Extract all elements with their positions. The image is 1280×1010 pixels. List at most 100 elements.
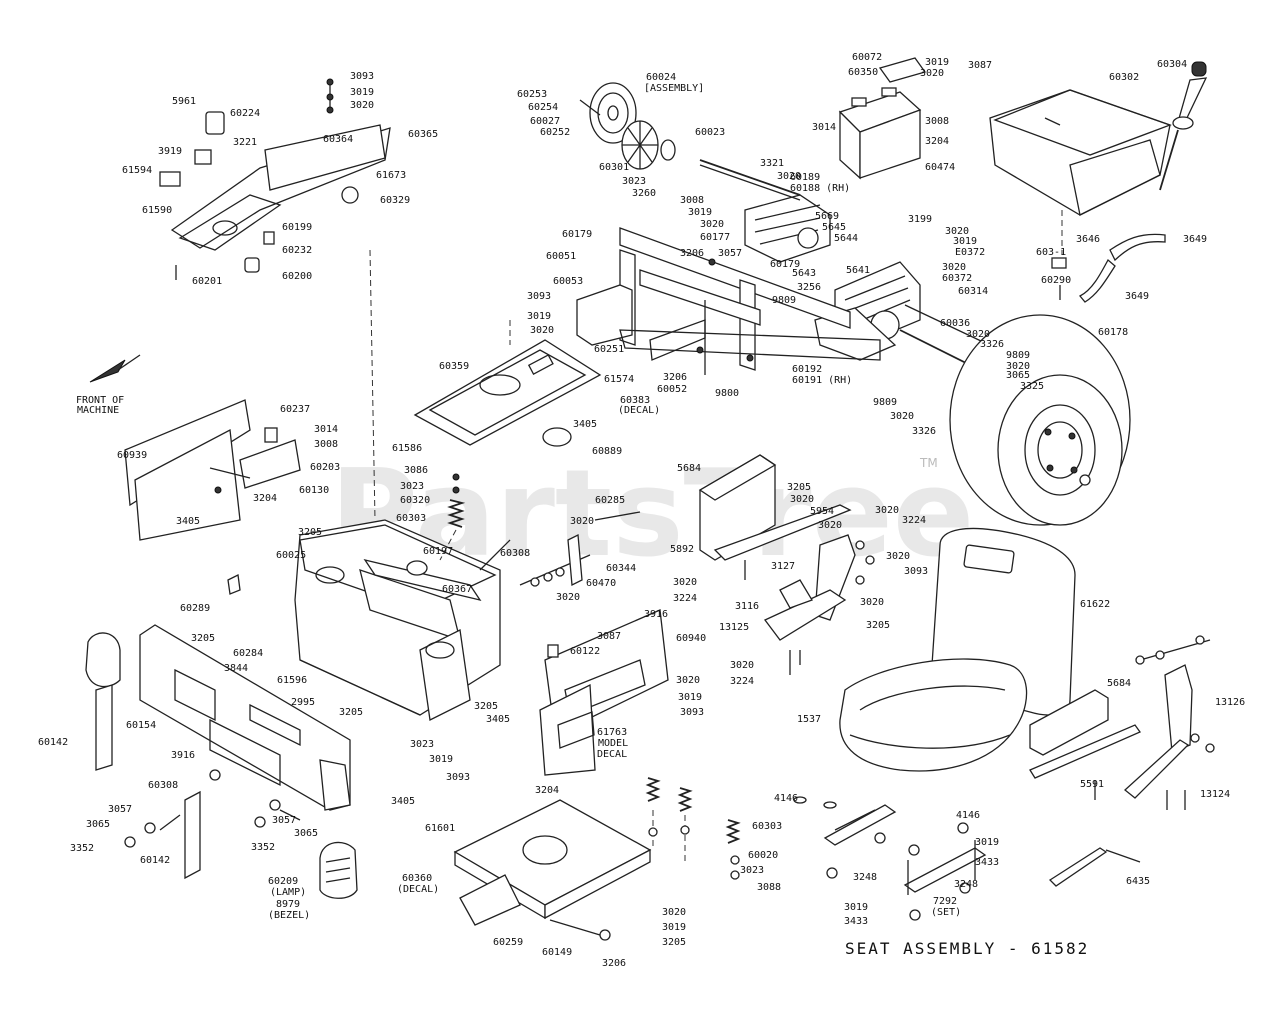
part-callout: 60191 (RH) (792, 375, 852, 386)
part-callout: 61763 (597, 727, 627, 738)
part-callout: 3020 (570, 516, 594, 527)
part-callout: 61673 (376, 170, 406, 181)
part-callout: 3019 (429, 754, 453, 765)
part-callout: 60142 (140, 855, 170, 866)
part-callout: 60254 (528, 102, 558, 113)
part-callout: 60301 (599, 162, 629, 173)
seat-rail-5892 (713, 504, 852, 561)
front-of-machine-line1: FRONT OF (76, 395, 124, 406)
part-callout: 5644 (834, 233, 858, 244)
part-callout: 60251 (594, 344, 624, 355)
part-callout: 3065 (86, 819, 110, 830)
part-callout: 3019 (925, 57, 949, 68)
seat-logo (963, 544, 1015, 574)
part-callout: 5892 (670, 544, 694, 555)
part-callout: 60367 (442, 584, 472, 595)
lever-6435 (1048, 847, 1141, 887)
part-callout: 60237 (280, 404, 310, 415)
part-callout: MODEL (598, 738, 628, 749)
part-callout: 3326 (980, 339, 1004, 350)
part-callout: 60284 (233, 648, 263, 659)
part-callout: 60209 (268, 876, 298, 887)
part-callout: 5961 (172, 96, 196, 107)
part-callout: 3093 (527, 291, 551, 302)
fuel-gauge-60304 (1177, 77, 1208, 123)
part-callout: 9809 (1006, 350, 1030, 361)
part-callout: 5645 (822, 222, 846, 233)
part-callout: 61596 (277, 675, 307, 686)
part-callout: 3020 (730, 660, 754, 671)
part-callout: 3020 (350, 100, 374, 111)
part-callout: 60289 (180, 603, 210, 614)
part-callout: 60142 (38, 737, 68, 748)
part-callout: 61590 (142, 205, 172, 216)
part-callout: 61601 (425, 823, 455, 834)
part-callout: 3019 (678, 692, 702, 703)
part-callout: 60360 (402, 873, 432, 884)
part-callout: 3019 (688, 207, 712, 218)
seat-slide-rails (793, 796, 987, 921)
part-callout: 60189 (790, 172, 820, 183)
part-callout: 3020 (530, 325, 554, 336)
part-callout: 3205 (339, 707, 363, 718)
part-callout: 61622 (1080, 599, 1110, 610)
part-callout: 3020 (942, 262, 966, 273)
part-callout: 9809 (772, 295, 796, 306)
part-callout: 60364 (323, 134, 353, 145)
part-callout: 60023 (695, 127, 725, 138)
frame-assembly (576, 227, 881, 375)
rail-right-7292 (903, 847, 987, 893)
part-callout: 60253 (517, 89, 547, 100)
part-callout: 3019 (527, 311, 551, 322)
front-of-machine-line2: MACHINE (77, 405, 119, 416)
part-callout: 1537 (797, 714, 821, 725)
part-callout: 60020 (748, 850, 778, 861)
decal-61763 (539, 683, 596, 776)
part-callout: 60199 (282, 222, 312, 233)
clip-60199 (263, 231, 275, 245)
side-bracket (319, 759, 351, 811)
part-callout: 3020 (777, 171, 801, 182)
part-callout: 60178 (1098, 327, 1128, 338)
dash-console-assembly (159, 78, 391, 521)
part-callout: 3023 (400, 481, 424, 492)
part-callout: 60939 (117, 450, 147, 461)
part-callout: 5591 (1080, 779, 1104, 790)
seat-springs (645, 777, 741, 880)
part-callout: 3352 (70, 843, 94, 854)
part-callout: 60027 (530, 116, 560, 127)
bracket-60053 (576, 284, 633, 346)
part-callout: 3205 (298, 527, 322, 538)
part-callout: 2995 (291, 697, 315, 708)
part-callout: 3020 (818, 520, 842, 531)
footrest-assembly (413, 320, 602, 447)
part-callout: 3206 (663, 372, 687, 383)
part-callout: (BEZEL) (268, 910, 310, 921)
rim (997, 374, 1123, 526)
part-callout: 60122 (570, 646, 600, 657)
part-callout: 60179 (562, 229, 592, 240)
part-callout: 5684 (1107, 678, 1131, 689)
part-callout: 3248 (954, 879, 978, 890)
part-callout: 60303 (752, 821, 782, 832)
part-callout: 3019 (844, 902, 868, 913)
seat-bracket-assembly (698, 454, 875, 675)
part-callout: 5684 (677, 463, 701, 474)
part-callout: (DECAL) (618, 405, 660, 416)
part-callout: 3020 (556, 592, 580, 603)
part-callout: 5643 (792, 268, 816, 279)
console-cover (264, 124, 386, 191)
part-callout: 3057 (272, 815, 296, 826)
part-callout: 3087 (968, 60, 992, 71)
hood-panel-assembly (85, 624, 351, 880)
part-callout: 3325 (1020, 381, 1044, 392)
part-callout: 4146 (774, 793, 798, 804)
part-callout: (DECAL) (397, 884, 439, 895)
part-callout: 3433 (844, 916, 868, 927)
part-callout: 3205 (474, 701, 498, 712)
fuel-tank-60302 (989, 89, 1171, 216)
part-callout: 3020 (886, 551, 910, 562)
part-callout: 3057 (718, 248, 742, 259)
part-callout: 3204 (925, 136, 949, 147)
